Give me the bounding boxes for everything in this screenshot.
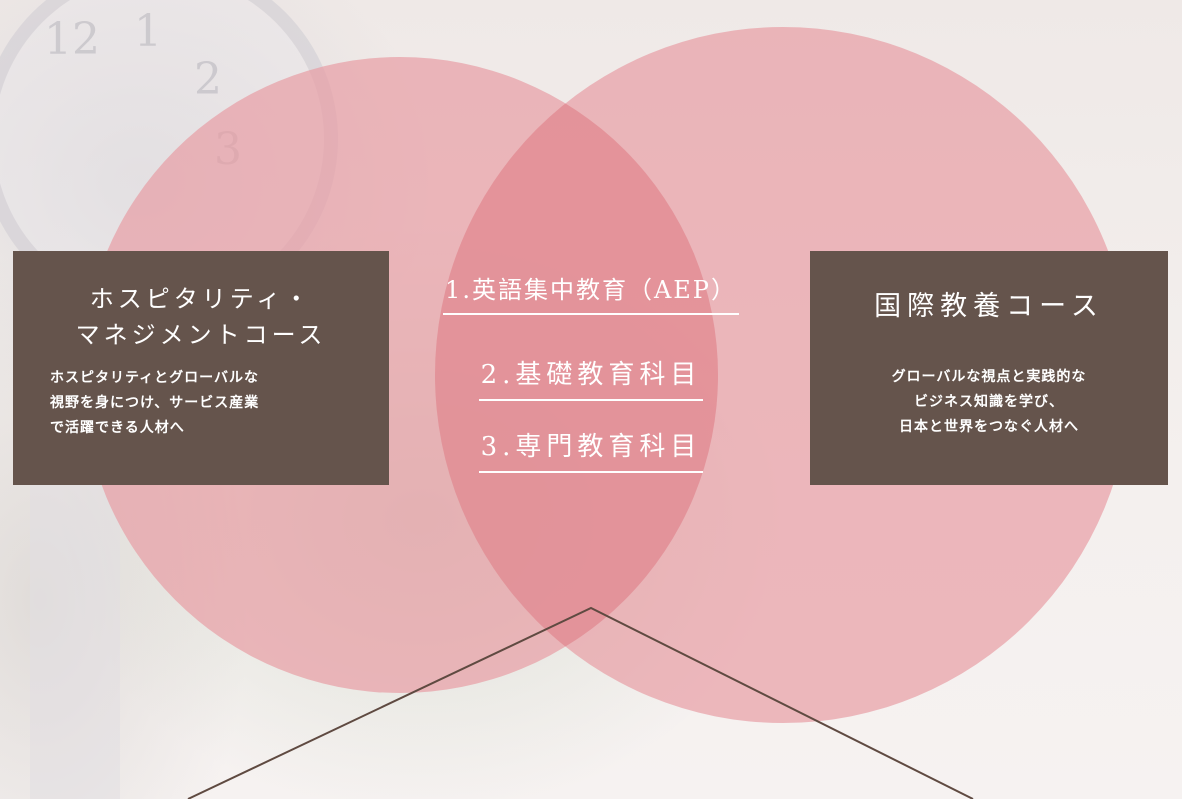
description-line: グローバルな視点と実践的な <box>891 369 1087 385</box>
description-line: で活躍できる人材へ <box>50 420 185 436</box>
clock-numeral: 2 <box>194 54 222 105</box>
background-pole <box>30 480 120 799</box>
clock-numeral: 12 <box>44 14 100 65</box>
curriculum-item-label[interactable]: 3.専門教育科目 <box>478 426 704 473</box>
right-course-circle <box>435 27 1131 723</box>
description-line: 視野を身につけ、サービス産業 <box>50 395 260 411</box>
description-line: ビジネス知識を学び、 <box>914 394 1064 410</box>
course-description: グローバルな視点と実践的な ビジネス知識を学び、 日本と世界をつなぐ人材へ <box>810 365 1168 440</box>
hospitality-management-course-box: ホスピタリティ・ マネジメントコース ホスピタリティとグローバルな 視野を身につ… <box>13 251 389 485</box>
description-line: ホスピタリティとグローバルな <box>50 370 260 386</box>
course-title-line: ホスピタリティ・ <box>89 285 313 313</box>
curriculum-item-basic[interactable]: 2.基礎教育科目 <box>0 354 1182 401</box>
liberal-arts-course-box: 国際教養コース グローバルな視点と実践的な ビジネス知識を学び、 日本と世界をつ… <box>810 251 1168 485</box>
curriculum-item-specialized[interactable]: 3.専門教育科目 <box>0 426 1182 473</box>
course-title: 国際教養コース <box>874 291 1104 322</box>
course-title: ホスピタリティ・ マネジメントコース <box>13 281 389 353</box>
course-description: ホスピタリティとグローバルな 視野を身につけ、サービス産業 で活躍できる人材へ <box>50 366 369 441</box>
course-title-line: マネジメントコース <box>75 321 327 349</box>
curriculum-item-aep[interactable]: 1.英語集中教育（AEP） <box>0 270 1182 315</box>
curriculum-item-label[interactable]: 2.基礎教育科目 <box>478 354 704 401</box>
curriculum-item-label[interactable]: 1.英語集中教育（AEP） <box>443 270 739 315</box>
connector-line <box>187 606 974 799</box>
overlap-region <box>435 57 718 693</box>
description-line: 日本と世界をつなぐ人材へ <box>899 419 1079 435</box>
clock-numeral: 1 <box>134 6 162 57</box>
